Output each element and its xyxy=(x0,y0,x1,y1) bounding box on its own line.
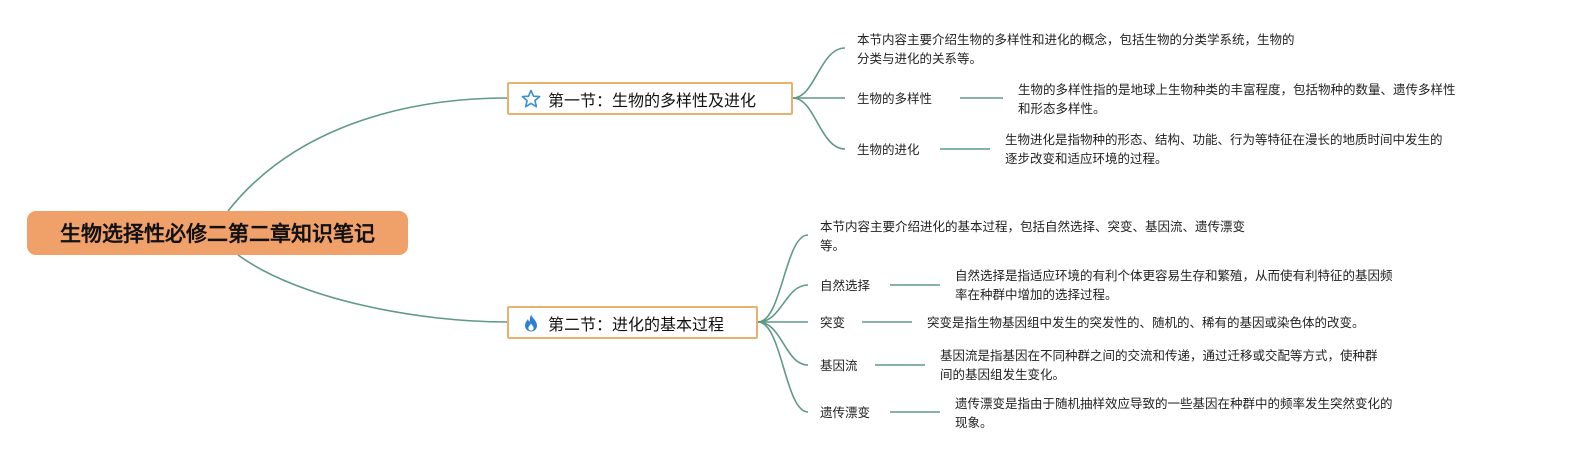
section-1-item-1-desc: 生物的多样性指的是地球上生物种类的丰富程度，包括物种的数量、遗传多样性 和形态多… xyxy=(1018,82,1456,116)
connector-s1-item-2 xyxy=(792,97,846,150)
fire-icon xyxy=(521,313,541,333)
section-1-node[interactable]: 第一节：生物的多样性及进化 xyxy=(507,82,793,115)
section-2-item-3-label[interactable]: 基因流 xyxy=(820,358,858,373)
section-2-item-4-label[interactable]: 遗传漂变 xyxy=(820,405,871,420)
root-node[interactable]: 生物选择性必修二第二章知识笔记 xyxy=(27,211,408,255)
section-2-item-2-desc: 突变是指生物基因组中发生的突发性的、随机的、稀有的基因或染色体的改变。 xyxy=(927,315,1365,330)
section-1-item-1-label[interactable]: 生物的多样性 xyxy=(857,91,933,106)
connector-s2-intro xyxy=(757,234,809,323)
section-2-intro: 本节内容主要介绍进化的基本过程，包括自然选择、突变、基因流、遗传漂变 等。 xyxy=(820,219,1246,253)
section-1-item-2-label[interactable]: 生物的进化 xyxy=(857,142,920,157)
connector-s1-intro xyxy=(792,47,846,99)
connector-root-section-2 xyxy=(237,254,508,323)
section-2-title: 第二节：进化的基本过程 xyxy=(548,314,725,334)
star-icon xyxy=(521,89,541,109)
connector-s2-item-1 xyxy=(757,284,809,323)
section-1-intro: 本节内容主要介绍生物的多样性和进化的概念，包括生物的分类学系统，生物的 分类与进… xyxy=(857,32,1295,66)
section-1-item-2-desc: 生物进化是指物种的形态、结构、功能、行为等特征在漫长的地质时间中发生的 逐步改变… xyxy=(1005,132,1443,166)
section-1-title: 第一节：生物的多样性及进化 xyxy=(548,90,757,110)
section-2-item-3-desc: 基因流是指基因在不同种群之间的交流和传递，通过迁移或交配等方式，使种群 间的基因… xyxy=(940,348,1378,382)
section-2-item-1-label[interactable]: 自然选择 xyxy=(820,278,871,293)
section-2-item-4-desc: 遗传漂变是指由于随机抽样效应导致的一些基因在种群中的频率发生突然变化的 现象。 xyxy=(955,396,1393,430)
section-2-item-1-desc: 自然选择是指适应环境的有利个体更容易生存和繁殖，从而使有利特征的基因频 率在种群… xyxy=(955,268,1393,302)
connector-s2-item-4 xyxy=(757,321,809,413)
connector-s2-item-3 xyxy=(757,321,809,366)
connector-root-section-1 xyxy=(227,97,508,212)
section-2-item-2-label[interactable]: 突变 xyxy=(820,315,846,330)
section-2-node[interactable]: 第二节：进化的基本过程 xyxy=(507,306,758,339)
root-title: 生物选择性必修二第二章知识笔记 xyxy=(60,222,375,246)
